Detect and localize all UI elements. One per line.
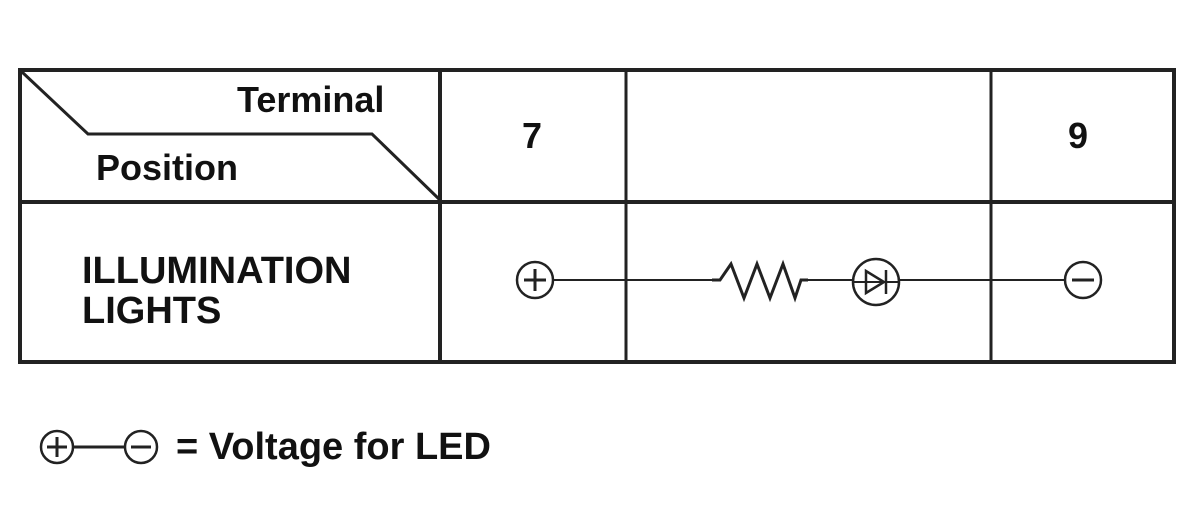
terminal-number-9: 9 [1068, 115, 1089, 156]
legend-symbols [39, 429, 159, 465]
plus-terminal-icon [515, 260, 555, 300]
legend-minus-icon [123, 429, 159, 465]
minus-terminal-icon [1063, 260, 1103, 300]
legend-text: = Voltage for LED [176, 426, 491, 468]
header-terminal-label: Terminal [237, 79, 385, 120]
legend-plus-icon [39, 429, 75, 465]
resistor-icon [712, 259, 808, 303]
led-diode-icon [851, 257, 901, 307]
circuit [515, 257, 1103, 307]
row-label-line2: LIGHTS [82, 290, 222, 332]
header-position-label: Position [96, 147, 238, 188]
table-border [18, 68, 1176, 364]
terminal-number-7: 7 [522, 115, 543, 156]
table-grid [18, 68, 1176, 364]
row-label-line1: ILLUMINATION [82, 250, 352, 292]
header-diagonal-divider [20, 70, 442, 202]
